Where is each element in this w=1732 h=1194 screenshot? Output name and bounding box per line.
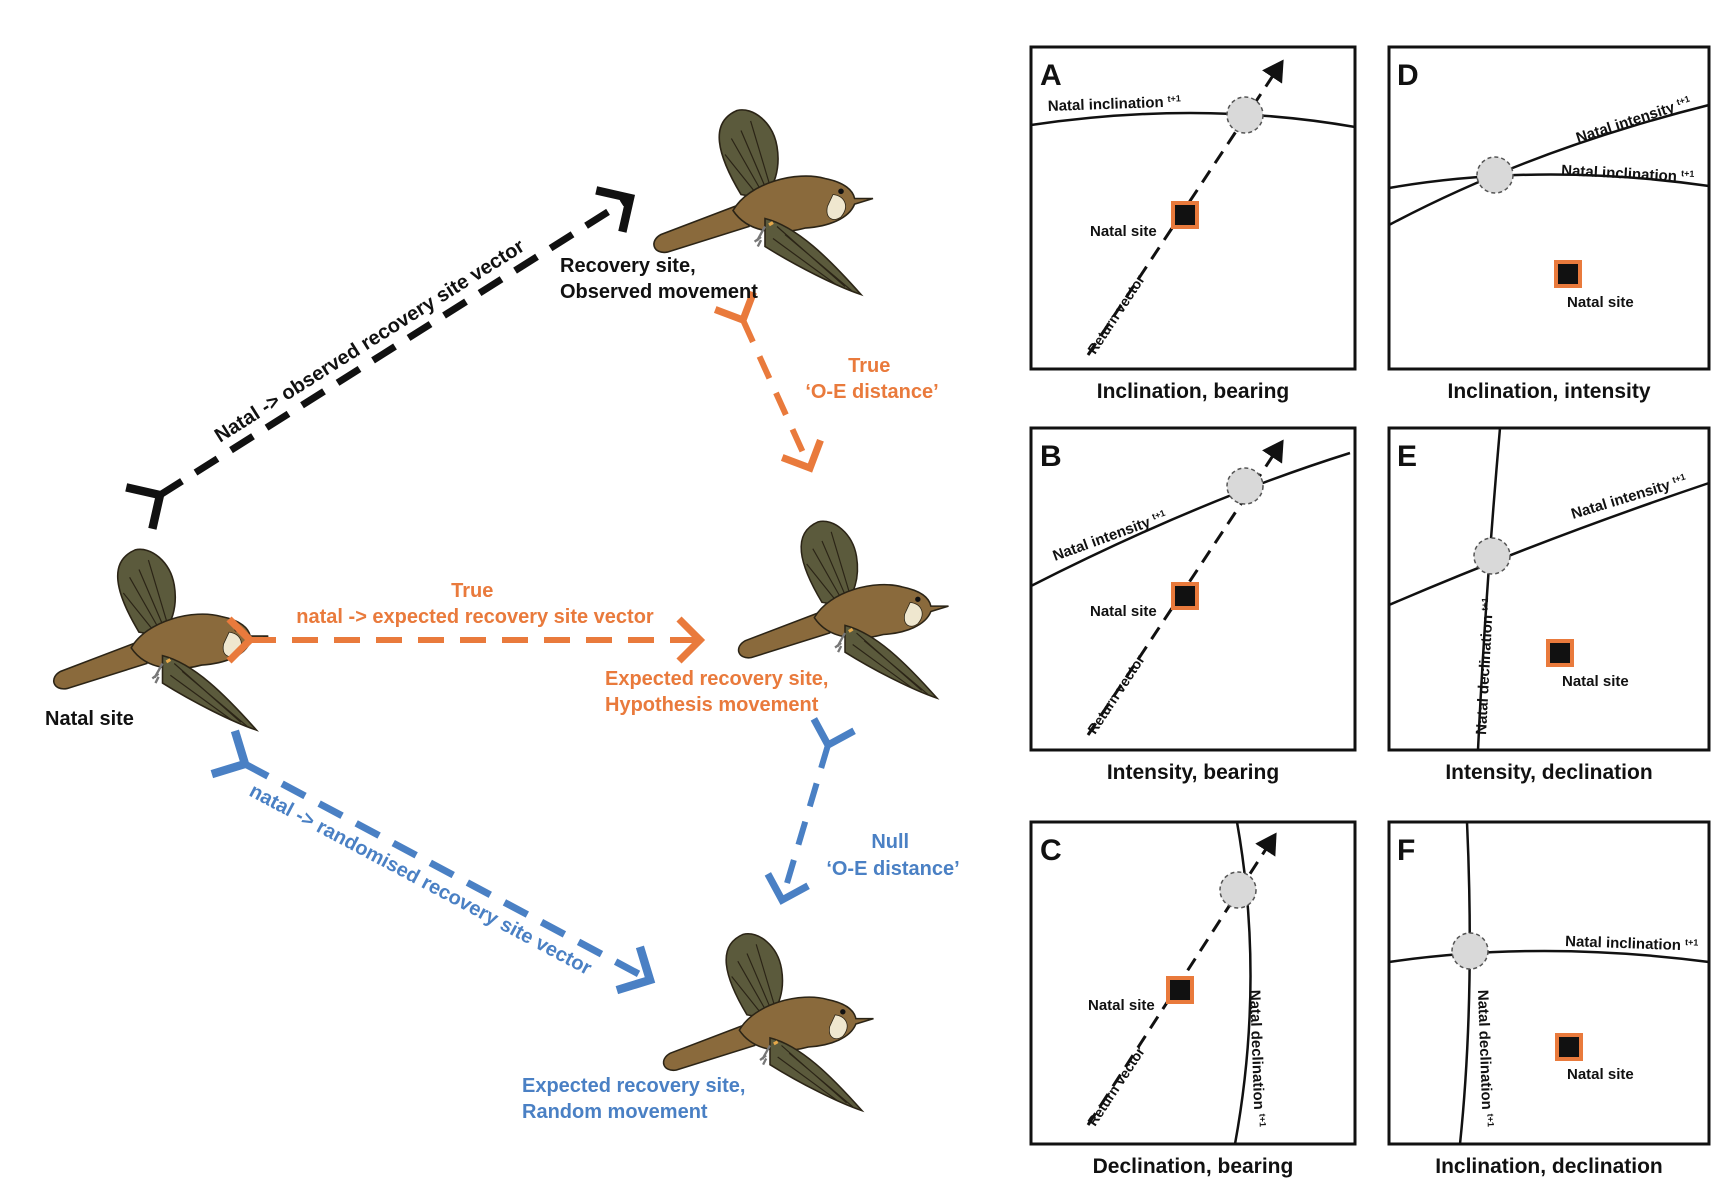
panel-d-natal-site-marker: [1554, 260, 1582, 288]
panel-b-natal-site-label: Natal site: [1090, 603, 1157, 620]
panel-f-natal-site-marker: [1555, 1033, 1583, 1061]
panel-d-frame: [1387, 45, 1711, 371]
panel-e-declination-line: [1476, 427, 1502, 751]
panel-e-intensity-line: [1388, 481, 1710, 607]
panel-f-letter: F: [1397, 834, 1415, 867]
expected-hypothesis-label: Expected recovery site, Hypothesis movem…: [605, 668, 834, 716]
panel-a-natal-site-marker: [1171, 201, 1199, 229]
panel-d-natal-site-label: Natal site: [1567, 294, 1634, 311]
panel-c: C Natal declinationt+1 Return vector Nat…: [1029, 820, 1357, 1178]
panel-a-natal-site-label: Natal site: [1090, 223, 1157, 240]
panel-f-natal-site-label: Natal site: [1567, 1066, 1634, 1083]
panel-e-declination-label: Natal declinationt+1: [1473, 597, 1497, 735]
panel-e-letter: E: [1397, 440, 1417, 473]
panel-d-intersection-circle: [1476, 156, 1514, 194]
recovery-site-label: Recovery site, Observed movement: [560, 255, 758, 303]
panel-f-declination-line: [1458, 821, 1472, 1145]
random-vector-label: natal -> randomised recovery site vector: [246, 780, 596, 980]
panel-e-intersection-circle: [1473, 537, 1511, 575]
true-vector-label: True natal -> expected recovery site vec…: [296, 580, 654, 628]
panel-b-return-vector: [1086, 439, 1284, 736]
observed-vector-arrow: [125, 186, 636, 530]
panel-f-inclination-line: [1388, 949, 1710, 964]
panel-a-return-vector: [1086, 59, 1284, 356]
panel-f-declination-label: Natal declinationt+1: [1474, 990, 1496, 1128]
observed-vector-label: Natal -> observed recovery site vector: [211, 235, 529, 447]
panel-d-caption: Inclination, intensity: [1447, 380, 1650, 403]
panel-b-intersection-circle: [1226, 467, 1264, 505]
panel-f-intersection-circle: [1451, 932, 1489, 970]
panel-c-letter: C: [1040, 834, 1062, 867]
panel-f-caption: Inclination, declination: [1435, 1155, 1663, 1178]
panel-b-caption: Intensity, bearing: [1107, 761, 1279, 784]
random-vector-arrow: [210, 729, 656, 995]
panel-e-natal-site-marker: [1546, 639, 1574, 667]
panel-d-letter: D: [1397, 59, 1419, 92]
panel-c-declination-line: [1233, 821, 1252, 1145]
panel-e-frame: [1387, 426, 1711, 752]
panel-e-natal-site-label: Natal site: [1562, 673, 1629, 690]
natal-bird-icon: [51, 547, 271, 732]
panel-c-declination-label: Natal declinationt+1: [1246, 990, 1268, 1128]
panel-e-caption: Intensity, declination: [1445, 761, 1652, 784]
panel-e: E Natal intensityt+1 Natal declinationt+…: [1387, 426, 1711, 784]
expected-random-label: Expected recovery site, Random movement: [522, 1075, 751, 1123]
true-oe-label: True ‘O-E distance’: [805, 355, 938, 403]
panel-b-letter: B: [1040, 440, 1062, 473]
panel-c-natal-site-label: Natal site: [1088, 997, 1155, 1014]
panel-f-frame: [1387, 820, 1711, 1146]
conceptual-diagram: Natal site Recovery site, Observed movem…: [45, 107, 960, 1123]
panel-b-intensity-line: [1030, 451, 1351, 588]
true-oe-arrow: [713, 290, 824, 473]
panel-a-caption: Inclination, bearing: [1097, 380, 1290, 403]
panel-b-natal-site-marker: [1171, 582, 1199, 610]
panel-d-inclination-line: [1388, 173, 1710, 190]
panel-d-intensity-line: [1388, 103, 1710, 227]
null-oe-label: Null ‘O-E distance’: [826, 831, 959, 880]
panel-a-inclination-line: [1030, 111, 1356, 129]
panel-c-intersection-circle: [1219, 871, 1257, 909]
panel-a-intersection-circle: [1226, 96, 1264, 134]
null-oe-arrow: [764, 717, 856, 905]
panel-c-natal-site-marker: [1166, 976, 1194, 1004]
panel-c-caption: Declination, bearing: [1093, 1155, 1294, 1178]
panel-a-letter: A: [1040, 59, 1062, 92]
natal-site-label: Natal site: [45, 708, 134, 730]
panel-b: B Natal intensityt+1 Return vector Natal…: [1029, 426, 1357, 784]
